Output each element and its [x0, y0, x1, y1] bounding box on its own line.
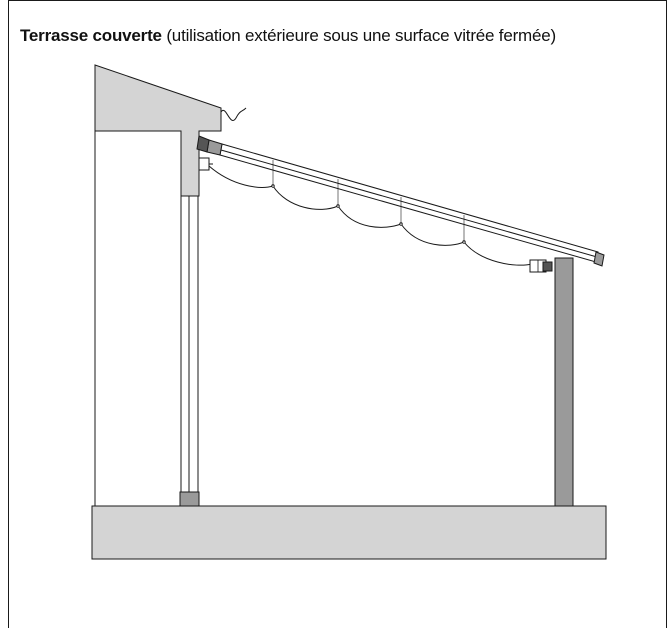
roof-rail-end-cap-left-2	[196, 135, 210, 153]
roof-rail-inner-line	[220, 149, 598, 258]
front-carriage-block	[542, 261, 553, 272]
building-wall	[94, 64, 222, 197]
roof-rail-end-cap-right	[593, 251, 605, 267]
diagram-frame	[8, 0, 667, 628]
caption-detail: (utilisation extérieure sous une surface…	[161, 26, 556, 45]
floor-slab	[91, 505, 607, 560]
support-post	[554, 257, 574, 507]
roof-rail-end-cap-left	[206, 139, 223, 156]
diagram-caption: Terrasse couverte (utilisation extérieur…	[20, 26, 556, 46]
power-cable	[220, 107, 247, 121]
caption-title: Terrasse couverte	[20, 26, 162, 45]
glazed-frame-base	[179, 491, 200, 507]
motor-bracket-left	[198, 157, 210, 171]
awning-fabric	[208, 165, 533, 266]
